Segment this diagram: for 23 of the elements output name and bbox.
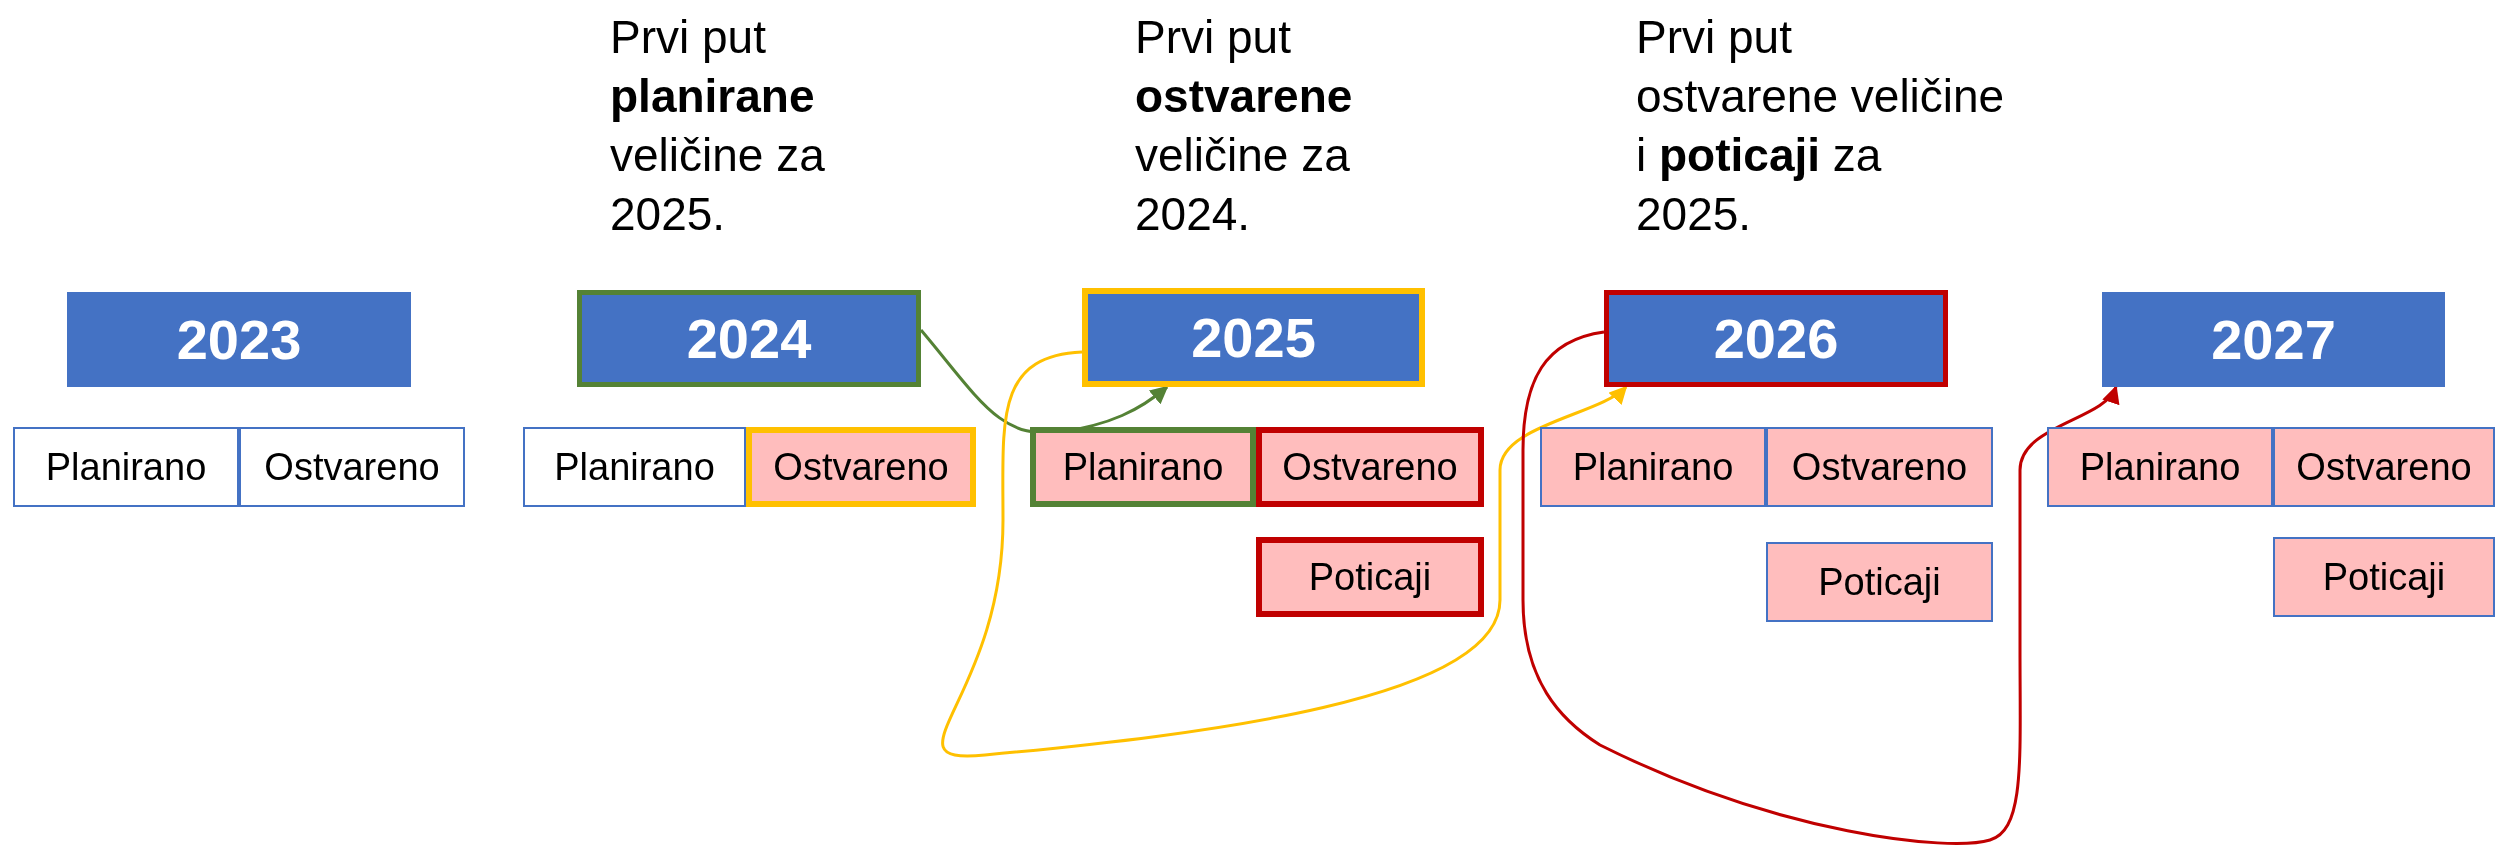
- table-cell: Poticaji: [1256, 537, 1484, 617]
- table-cell: Ostvareno: [746, 427, 976, 507]
- table-cell: Planirano: [13, 427, 239, 507]
- annotation-text: Prvi put planirane veličine za 2025.: [610, 10, 826, 242]
- table-cell: Poticaji: [1766, 542, 1993, 622]
- curved-arrow: [942, 350, 1628, 758]
- table-cell: Planirano: [523, 427, 746, 507]
- table-cell: Planirano: [1540, 427, 1766, 507]
- year-header: 2024: [577, 290, 921, 387]
- table-cell: Ostvareno: [1766, 427, 1993, 507]
- table-cell: Ostvareno: [1256, 427, 1484, 507]
- table-cell: Ostvareno: [2273, 427, 2495, 507]
- annotation-text: Prvi put ostvarene veličine i poticaji za 2025.: [1636, 10, 2006, 242]
- annotation-text: Prvi put ostvarene veličine za 2024.: [1135, 10, 1354, 242]
- year-header: 2025: [1082, 288, 1425, 387]
- year-header: 2026: [1604, 290, 1948, 387]
- curved-arrow: [1521, 330, 2118, 845]
- table-cell: Poticaji: [2273, 537, 2495, 617]
- table-cell: Planirano: [2047, 427, 2273, 507]
- table-cell: Planirano: [1030, 427, 1256, 507]
- year-header: 2023: [67, 292, 411, 387]
- year-header: 2027: [2102, 292, 2445, 387]
- table-cell: Ostvareno: [239, 427, 465, 507]
